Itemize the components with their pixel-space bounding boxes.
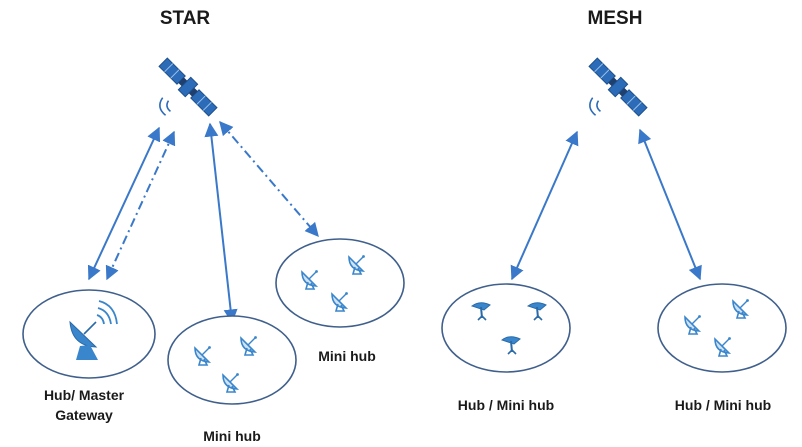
hub-label-line1: Hub/ Master: [44, 387, 125, 403]
hub-dish-icon: [69, 300, 118, 360]
mini-hub-label-right: Mini hub: [318, 348, 376, 364]
star-title: STAR: [160, 8, 211, 29]
mesh-link-right: [638, 128, 702, 281]
mesh-hub-node-right: [657, 283, 787, 373]
mini-hub-link-solid: [204, 122, 238, 324]
mini-hub-node-right: [275, 238, 405, 328]
hub-master-gateway-node: [22, 289, 156, 379]
mesh-right-label: Hub / Mini hub: [675, 397, 771, 413]
mini-hub-label-center: Mini hub: [203, 428, 261, 444]
mini-hub-node-center: [167, 315, 297, 405]
mini-hub-link-dashed: [219, 120, 319, 238]
mesh-left-label: Hub / Mini hub: [458, 397, 554, 413]
hub-label-line2: Gateway: [55, 407, 113, 423]
hub-link-dashed: [105, 130, 176, 281]
satellite-icon: [156, 55, 220, 119]
mesh-title: MESH: [588, 8, 643, 29]
mesh-link-left: [510, 130, 579, 281]
satellite-icon: [586, 55, 650, 119]
mesh-hub-node-left: [441, 283, 571, 373]
hub-link-solid: [87, 126, 161, 281]
